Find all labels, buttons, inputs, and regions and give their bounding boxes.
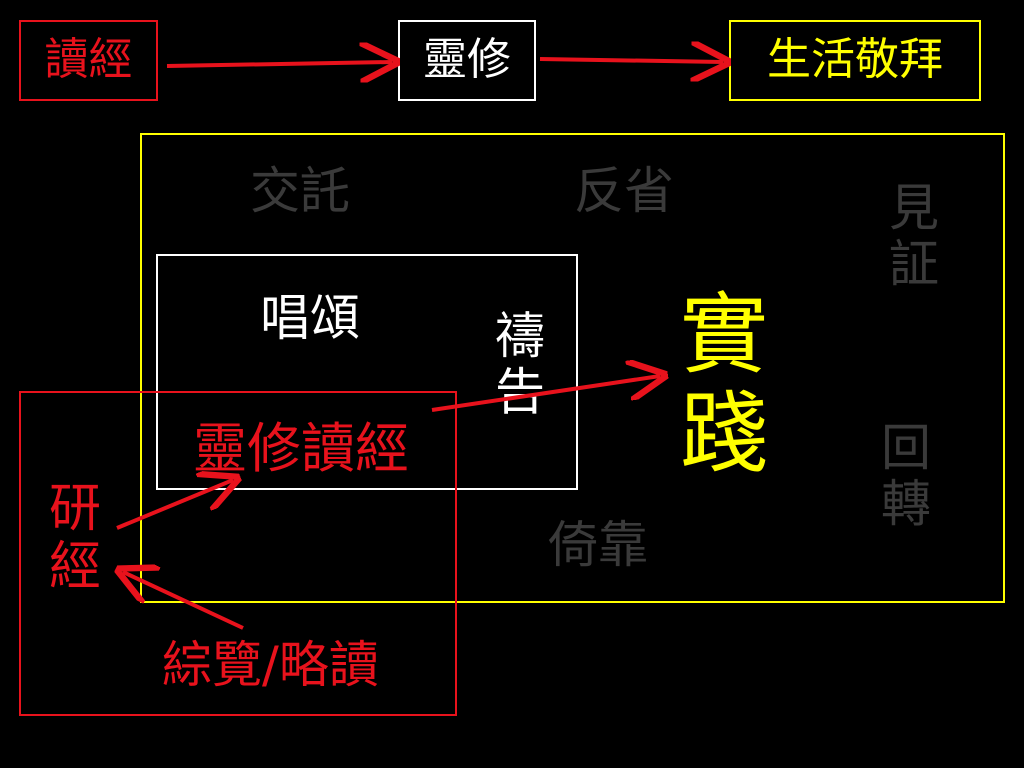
flow-label-devotion: 靈修 — [423, 34, 511, 85]
label-overview-skim: 綜覽/略讀 — [162, 636, 379, 694]
flow-box-bible-reading: 讀經 — [19, 20, 158, 101]
flow-box-devotion: 靈修 — [398, 20, 536, 101]
red-study-region — [19, 391, 457, 716]
flow-label-life-worship: 生活敬拜 — [767, 34, 943, 85]
label-reflect: 反省 — [574, 162, 674, 220]
flow-box-life-worship: 生活敬拜 — [729, 20, 981, 101]
label-testimony: 見 証 — [886, 180, 942, 292]
label-practice: 實 踐 — [676, 283, 772, 485]
label-bible-study: 研 經 — [44, 479, 106, 598]
label-worship-singing: 唱頌 — [260, 289, 360, 347]
label-testimony-char-1: 見 — [889, 179, 939, 237]
label-repent-char-2: 轉 — [881, 475, 931, 533]
label-prayer: 禱 告 — [490, 308, 550, 420]
label-practice-char-2: 踐 — [679, 381, 768, 485]
label-prayer-char-2: 告 — [495, 363, 545, 421]
label-practice-char-1: 實 — [679, 283, 768, 386]
inner-white-region — [156, 254, 578, 490]
label-devotional-reading: 靈修讀經 — [193, 417, 409, 480]
label-repent-char-1: 回 — [881, 419, 931, 477]
flow-label-bible-reading: 讀經 — [44, 34, 133, 85]
arrow-devotion-to-life-worship — [539, 59, 723, 62]
label-testimony-char-2: 証 — [889, 235, 939, 293]
label-rely: 倚靠 — [548, 516, 648, 574]
arrow-reading-to-devotion — [166, 62, 392, 66]
outer-yellow-region — [140, 133, 1005, 603]
label-entrust: 交託 — [250, 162, 350, 220]
label-prayer-char-1: 禱 — [495, 307, 545, 365]
label-repent: 回 轉 — [878, 420, 934, 532]
label-bible-study-char-1: 研 — [48, 479, 101, 539]
label-bible-study-char-2: 經 — [48, 537, 101, 598]
